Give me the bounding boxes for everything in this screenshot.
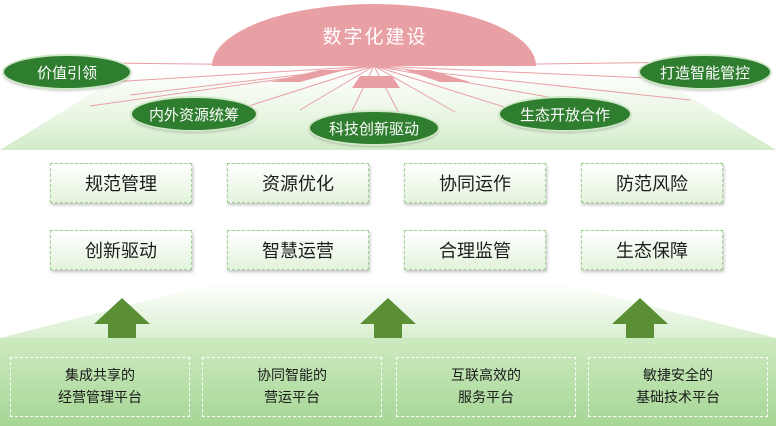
- box-collaborative-operation: 协同运作: [404, 163, 546, 203]
- oval-intelligent-control: 打造智能管控: [640, 56, 770, 88]
- box-risk-prevention: 防范风险: [581, 163, 723, 203]
- upper-glow: [0, 70, 776, 150]
- wedge-right: [405, 70, 470, 82]
- oval-ecosystem-cooperation: 生态开放合作: [500, 98, 630, 130]
- platform-operations: 协同智能的 营运平台: [202, 357, 382, 417]
- up-arrow-left: [94, 298, 150, 338]
- platform-line2: 基础技术平台: [636, 390, 720, 406]
- box-resource-optimization: 资源优化: [227, 163, 369, 203]
- up-arrow-center: [360, 298, 416, 338]
- box-smart-operations: 智慧运营: [227, 230, 369, 270]
- box-ecosystem-guarantee: 生态保障: [581, 230, 723, 270]
- wedge-left: [270, 70, 345, 82]
- platform-line1: 互联高效的: [451, 368, 521, 384]
- oval-tech-innovation: 科技创新驱动: [310, 112, 438, 144]
- oval-resource-coordination: 内外资源统筹: [132, 98, 256, 130]
- platform-business-management: 集成共享的 经营管理平台: [10, 357, 190, 417]
- dome-shape: [212, 4, 536, 66]
- platform-line2: 服务平台: [458, 390, 514, 406]
- platform-line2: 营运平台: [264, 390, 320, 406]
- dome-title: 数字化建设: [322, 26, 428, 48]
- box-standard-management: 规范管理: [50, 163, 192, 203]
- up-arrow-right: [612, 298, 668, 338]
- platform-line1: 敏捷安全的: [643, 368, 713, 384]
- platform-line1: 集成共享的: [65, 368, 135, 384]
- platform-infrastructure: 敏捷安全的 基础技术平台: [588, 357, 768, 417]
- platform-services: 互联高效的 服务平台: [396, 357, 576, 417]
- box-reasonable-supervision: 合理监管: [404, 230, 546, 270]
- wedge-center: [352, 76, 400, 88]
- box-innovation-driven: 创新驱动: [50, 230, 192, 270]
- platform-line1: 协同智能的: [257, 368, 327, 384]
- platform-line2: 经营管理平台: [58, 390, 142, 406]
- oval-value-leading: 价值引领: [4, 56, 130, 88]
- base-platform: [0, 338, 776, 426]
